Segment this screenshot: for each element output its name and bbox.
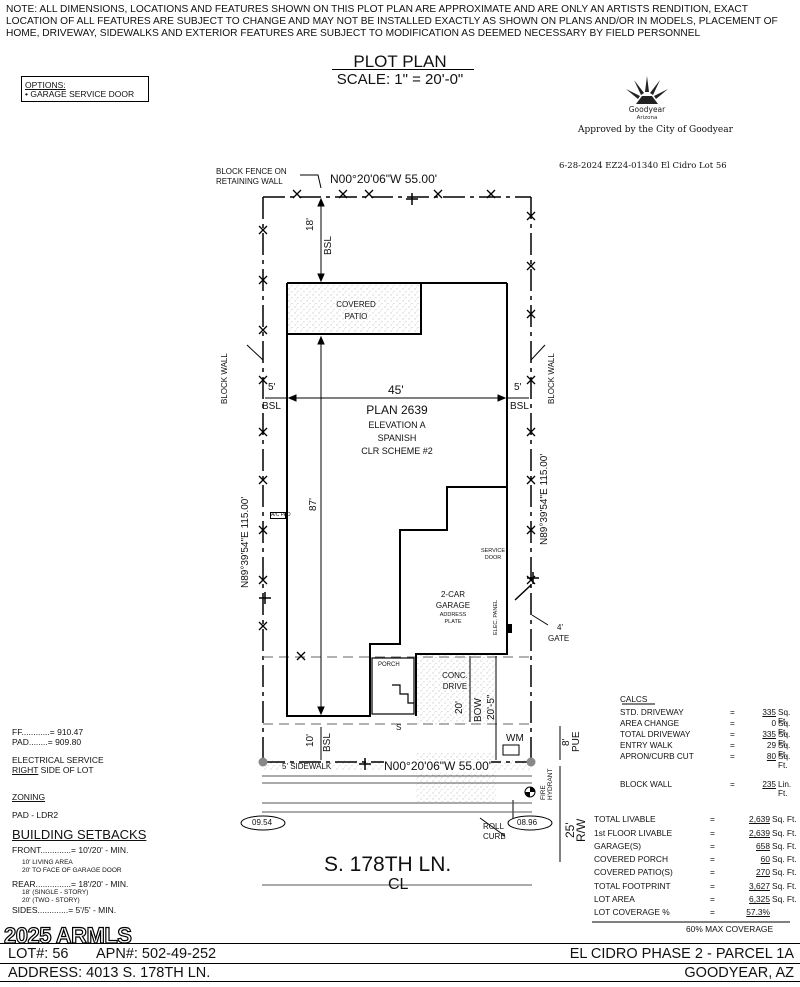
scale-label: SCALE: 1" = 20'-0" xyxy=(336,71,464,88)
side-setback-left: 5' xyxy=(268,382,276,393)
setbacks-heading: BUILDING SETBACKS xyxy=(12,827,147,842)
max-coverage: 60% MAX COVERAGE xyxy=(686,924,774,934)
front-setback-note-2: 20' TO FACE OF GARAGE DOOR xyxy=(22,867,122,874)
approval-stamp: Approved by the City of Goodyear xyxy=(578,125,733,135)
left-bsl: BSL xyxy=(262,401,281,412)
property-city: GOODYEAR, AZ xyxy=(684,965,794,981)
covered-patio-label: COVERED PATIO xyxy=(336,300,376,321)
front-setback: FRONT.............= 10'/20' - MIN. xyxy=(12,845,129,855)
options-heading: OPTIONS: xyxy=(25,80,66,90)
top-bearing: N00°20'06"W 55.00' xyxy=(330,172,438,186)
gate-label: 4' GATE xyxy=(548,623,570,643)
drive-width-dim: 20' xyxy=(454,700,465,714)
water-meter-label: WM xyxy=(506,733,524,744)
s-mark: S xyxy=(396,723,402,732)
style: SPANISH xyxy=(377,433,417,443)
svg-text:Arizona: Arizona xyxy=(637,115,658,121)
title-underline xyxy=(332,69,474,70)
elevation-left: 09.54 xyxy=(252,818,273,827)
address-plate-label: ADDRESS PLATE xyxy=(439,612,467,625)
options-box: OPTIONS: • GARAGE SERVICE DOOR xyxy=(21,76,149,102)
drive-length-dim: 20'-5" xyxy=(486,694,497,720)
rw-label: R/W xyxy=(574,818,588,842)
side-setback: SIDES.............= 5'/5' - MIN. xyxy=(12,905,117,915)
title-block: LOT#: 56 APN#: 502-49-252 EL CIDRO PHASE… xyxy=(0,943,800,987)
subdivision-name: EL CIDRO PHASE 2 - PARCEL 1A xyxy=(569,946,794,962)
property-address: ADDRESS: 4013 S. 178TH LN. xyxy=(8,965,211,981)
conc-drive-label: CONC. DRIVE xyxy=(442,671,468,691)
side-setback-right: 5' xyxy=(514,382,522,393)
zoning-heading: ZONING xyxy=(12,792,46,802)
ac-pad-label: A/C PAD xyxy=(270,512,291,519)
front-setback-note-1: 10' LIVING AREA xyxy=(22,859,73,866)
disclaimer-note: NOTE: ALL DIMENSIONS, LOCATIONS AND FEAT… xyxy=(6,4,778,39)
lot-info: FF............= 910.47 PAD........= 909.… xyxy=(12,727,182,915)
rear-setback-note-2: 20' (TWO - STORY) xyxy=(22,897,80,904)
porch-label: PORCH xyxy=(378,662,400,668)
armls-watermark: 2025 ARMLS xyxy=(3,923,132,948)
ff-elevation: FF............= 910.47 xyxy=(12,727,84,737)
left-bearing: N89°39'54"E 115.00' xyxy=(240,496,251,588)
lot-number: LOT#: 56 xyxy=(8,946,69,962)
right-bearing: N89°39'54"E 115.00' xyxy=(539,453,550,545)
rear-setback-dim: 18' xyxy=(305,217,316,231)
centerline-mark: CL xyxy=(388,876,409,893)
electrical-service: ELECTRICAL SERVICE xyxy=(12,755,104,765)
sidewalk-label: 5' SIDEWALK xyxy=(282,762,332,771)
plan-name: PLAN 2639 xyxy=(366,403,428,417)
block-wall-left: BLOCK WALL xyxy=(220,353,229,404)
rear-setback-note-1: 18' (SINGLE - STORY) xyxy=(22,889,89,896)
right-bsl: BSL xyxy=(510,401,529,412)
elec-panel-label: ELEC. PANEL xyxy=(493,599,499,635)
elevation-right: 08.96 xyxy=(517,818,538,827)
garage-label: 2-CAR GARAGE xyxy=(435,590,471,610)
calcs-heading: CALCS xyxy=(620,695,648,704)
options-item: • GARAGE SERVICE DOOR xyxy=(25,89,135,99)
house-width-dim: 45' xyxy=(388,383,404,397)
svg-text:Goodyear: Goodyear xyxy=(629,105,666,114)
front-setback-dim: 10' xyxy=(305,733,316,747)
bow-label: BOW xyxy=(473,698,484,722)
bottom-bearing: N00°20'06"W 55.00' xyxy=(384,759,492,773)
page-title: PLOT PLAN xyxy=(353,52,447,71)
driveway-area xyxy=(416,654,498,724)
apn-number: APN#: 502-49-252 xyxy=(96,946,217,962)
rear-setback: REAR...............= 18'/20' - MIN. xyxy=(12,879,129,889)
total-row: LOT COVERAGE %=57.3% xyxy=(594,907,770,917)
color-scheme: CLR SCHEME #2 xyxy=(361,446,433,456)
pad-elevation: PAD........= 909.80 xyxy=(12,737,82,747)
fire-hydrant-label: FIRE HYDRANT xyxy=(540,768,554,800)
service-door-label: SERVICE DOOR xyxy=(480,548,506,561)
zoning-value: PAD - LDR2 xyxy=(12,810,59,820)
block-wall-right: BLOCK WALL xyxy=(547,353,556,404)
pue-label: PUE xyxy=(571,731,582,752)
house-depth-dim: 87' xyxy=(308,497,319,511)
street-name: S. 178TH LN. xyxy=(324,853,452,876)
electrical-side: RIGHT SIDE OF LOT xyxy=(12,765,94,775)
roll-curb-label: ROLL CURB xyxy=(483,822,506,841)
elevation: ELEVATION A xyxy=(368,420,426,430)
block-fence-label: BLOCK FENCE ON RETAINING WALL xyxy=(216,167,287,186)
goodyear-logo: Goodyear Arizona xyxy=(626,76,668,121)
rear-bsl: BSL xyxy=(323,236,334,255)
covered-patio-area xyxy=(287,284,421,334)
front-bsl: BSL xyxy=(322,733,333,752)
permit-number: 6-28-2024 EZ24-01340 El Cidro Lot 56 xyxy=(559,161,727,171)
